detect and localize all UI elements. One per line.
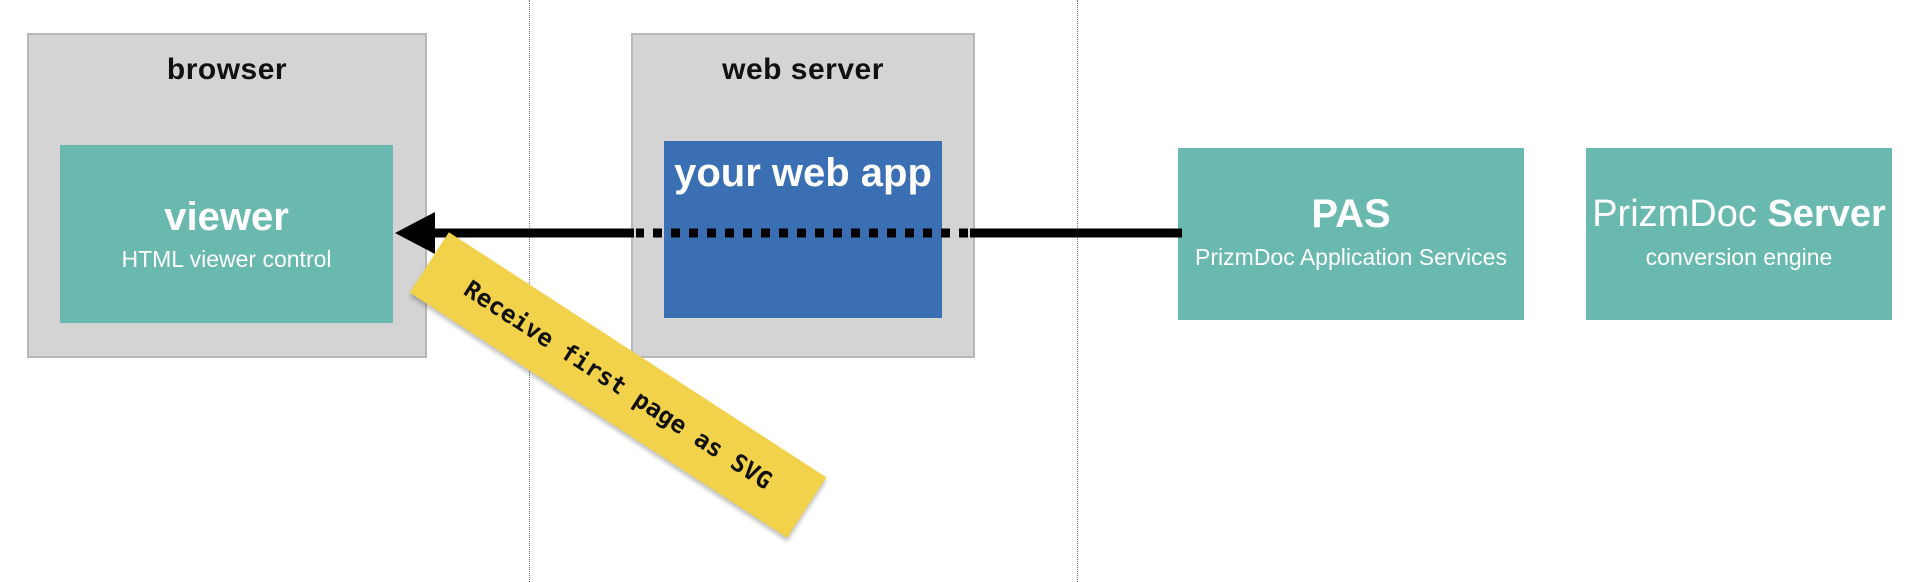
browser-zone-title: browser — [166, 53, 288, 86]
viewer-subtitle: HTML viewer control — [121, 246, 332, 272]
prizmdoc-server-subtitle: conversion engine — [1645, 244, 1833, 270]
arrow-head — [395, 212, 435, 254]
separator-line — [1077, 0, 1078, 582]
web-app-title: your web app — [674, 151, 932, 195]
pas-box: PAS PrizmDoc Application Services — [1178, 148, 1524, 320]
prizmdoc-server-title: PrizmDoc Server — [1586, 194, 1892, 234]
web-server-zone-title: web server — [722, 53, 884, 86]
pas-title: PAS — [1311, 192, 1391, 236]
viewer-box: viewer HTML viewer control — [60, 145, 393, 323]
prizmdoc-server-title-bold: Server — [1767, 193, 1886, 235]
pas-subtitle: PrizmDoc Application Services — [1195, 244, 1507, 270]
prizmdoc-server-title-regular: PrizmDoc — [1592, 193, 1757, 235]
prizmdoc-server-box: PrizmDoc Server conversion engine — [1586, 148, 1892, 320]
viewer-title: viewer — [164, 195, 289, 239]
